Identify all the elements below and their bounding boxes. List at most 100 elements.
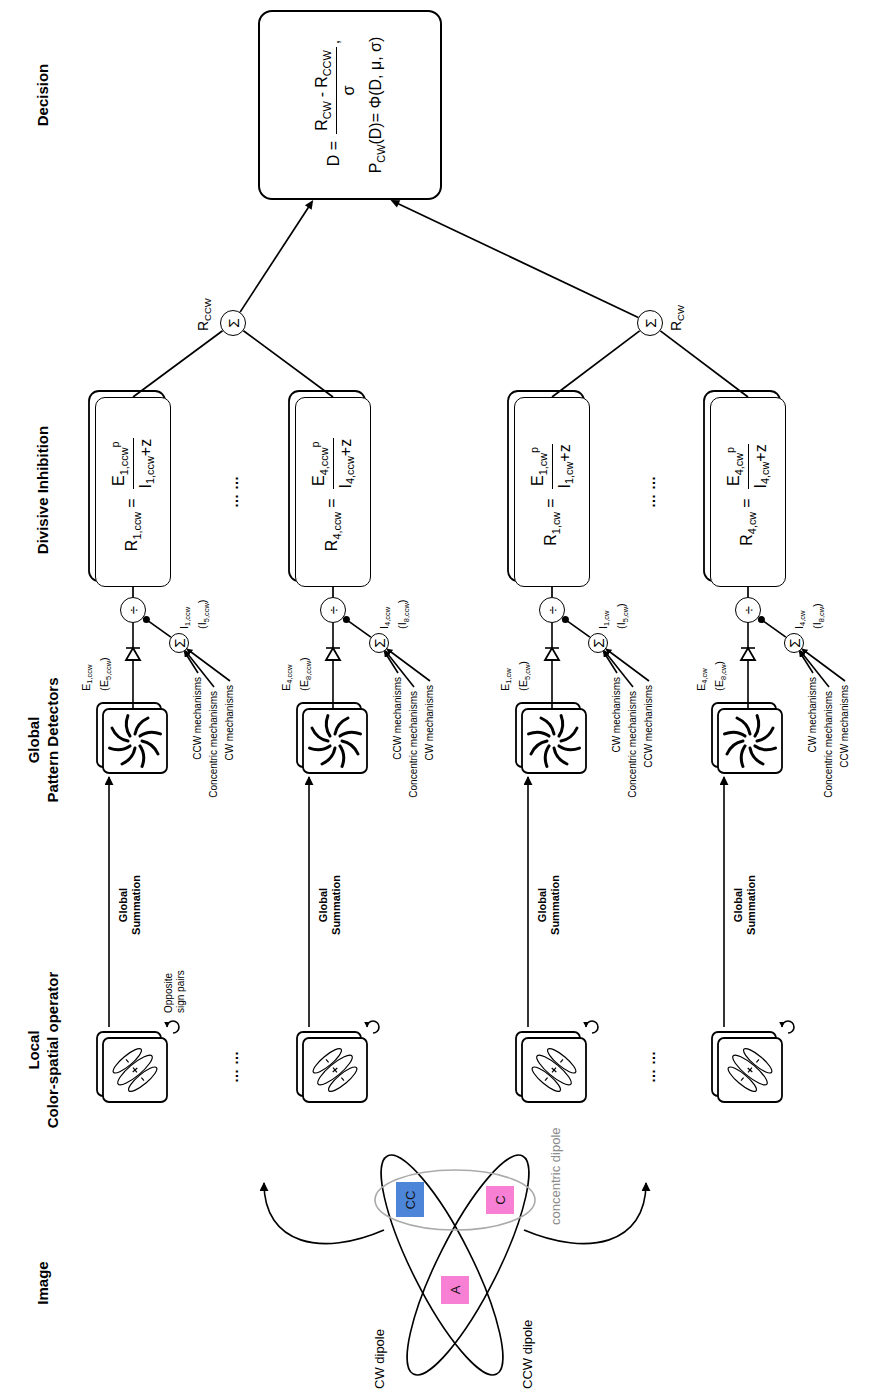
label-text: (I — [811, 622, 823, 629]
label-line: CCW mechanisms — [392, 677, 404, 760]
inhibit-dot — [143, 616, 150, 623]
text-label: Concentric mechanisms — [408, 691, 420, 798]
label-text: ) — [298, 657, 310, 661]
connector-line — [747, 587, 749, 597]
formula-text: 4,ccw — [318, 447, 330, 475]
connector — [343, 616, 371, 637]
formula-text: E — [529, 475, 546, 486]
label-text: concentric dipole — [548, 1127, 563, 1225]
formula-text: I — [752, 484, 769, 488]
label-text: CW mechanisms — [424, 685, 435, 761]
inhibit-dot — [758, 616, 765, 623]
text-label: E1,ccw(E5,ccw) — [79, 657, 116, 691]
label-text: CCW mechanisms — [839, 685, 850, 768]
label-text: Divisive Inhibition — [34, 426, 51, 554]
text-label: CCW dipole — [520, 1320, 536, 1389]
formula-text: σ — [340, 86, 357, 96]
label-text: Concentric mechanisms — [208, 691, 219, 798]
numerator: RCW-RCCW — [312, 47, 337, 134]
label-text: 8,ccw — [304, 661, 313, 680]
text-label: RCCW — [194, 298, 217, 331]
formula-text: p — [528, 447, 540, 453]
node-content: ÷ — [126, 606, 141, 614]
node-content: Σ — [226, 318, 241, 327]
label-text: CW mechanisms — [807, 677, 818, 753]
label-text: ) — [713, 661, 725, 665]
fraction: RCW-RCCWσ — [312, 47, 358, 134]
label-text: E — [499, 684, 511, 691]
connector — [758, 616, 786, 637]
text-label: I4,ccw(I8,ccw) — [377, 600, 414, 630]
text-label: E1,cw(E5,cw) — [498, 661, 535, 691]
label-text: Global Summation — [732, 875, 757, 935]
label-line: E1,cw — [498, 661, 516, 691]
connector — [133, 331, 223, 397]
label-text: E — [80, 684, 92, 691]
label-text: CCW mechanisms — [643, 685, 654, 768]
text-label: I1,cw(I5,cw) — [596, 603, 633, 629]
label-text: ) — [196, 600, 208, 604]
label-text: CW mechanisms — [224, 685, 235, 761]
label-text: 5,cw — [621, 607, 630, 622]
formula-text: +z — [752, 444, 769, 461]
label-line: Image — [33, 1261, 52, 1304]
formula-text: R — [313, 76, 330, 88]
label-text: I — [178, 626, 190, 629]
formula-text: 1,ccw — [131, 512, 143, 540]
label-text: Global Summation — [117, 875, 142, 935]
formula-text: 1,ccw — [118, 447, 130, 475]
label-line: Concentric mechanisms — [408, 691, 420, 798]
formula-text: I — [137, 484, 154, 488]
label-line: Opposite sign pairs — [163, 961, 187, 1013]
text-label: CW mechanisms — [611, 677, 623, 753]
connector — [133, 587, 134, 597]
label-text: Concentric mechanisms — [408, 691, 419, 798]
label-line: Local — [24, 1030, 43, 1069]
label-text: 5,ccw — [104, 661, 113, 680]
text-label: Image — [33, 1261, 52, 1304]
label-line: RCCW — [194, 298, 217, 331]
node-content: R1,cw=E1,cwpI1,cw+z — [524, 438, 581, 545]
label-line: … … — [224, 1051, 242, 1083]
connector — [748, 587, 749, 597]
text-label: RCW — [667, 305, 690, 331]
formula-line: D =RCW-RCCWσ, — [312, 40, 358, 170]
sum-node: Σ — [637, 310, 663, 336]
label-text: ) — [517, 661, 529, 665]
label-text: I — [793, 626, 805, 629]
label-text: (E — [713, 680, 725, 691]
label-text: 1,cw — [602, 611, 611, 626]
sum-node: Σ — [784, 633, 804, 653]
text-label: Global Summation — [317, 875, 343, 935]
label-line: Color-spatial operator — [43, 972, 62, 1129]
text-label: Decision — [33, 64, 52, 127]
formula-text: - — [313, 92, 330, 97]
text-label: Global — [24, 717, 43, 764]
text-label: I4,cw(I8,cw) — [792, 603, 829, 629]
node-text: ÷ — [126, 606, 141, 614]
connector-line — [133, 331, 223, 397]
inhibit-dot — [562, 616, 569, 623]
formula-text: = — [123, 498, 140, 507]
label-text: (E — [98, 680, 110, 691]
text-label: Global Summation — [536, 875, 562, 935]
formula-text: = — [323, 498, 340, 507]
label-line: Concentric mechanisms — [208, 691, 220, 798]
label-line: Global — [24, 717, 43, 764]
connector-line — [551, 587, 553, 597]
node-text: CC — [403, 1191, 418, 1210]
label-text: 8,cw — [719, 665, 728, 680]
denominator: I4,cw+z — [749, 441, 773, 491]
label-text: 4,ccw — [383, 607, 392, 626]
label-line: Concentric mechanisms — [627, 691, 639, 798]
label-text: (I — [196, 622, 208, 629]
connector — [552, 587, 553, 597]
formula-text: R — [313, 119, 330, 131]
label-text: (E — [298, 680, 310, 691]
node-text: Σ — [372, 638, 387, 647]
label-line: Global Summation — [536, 875, 562, 935]
node-text: ÷ — [545, 606, 560, 614]
label-text: (I — [615, 622, 627, 629]
image-square: A — [441, 1276, 469, 1304]
